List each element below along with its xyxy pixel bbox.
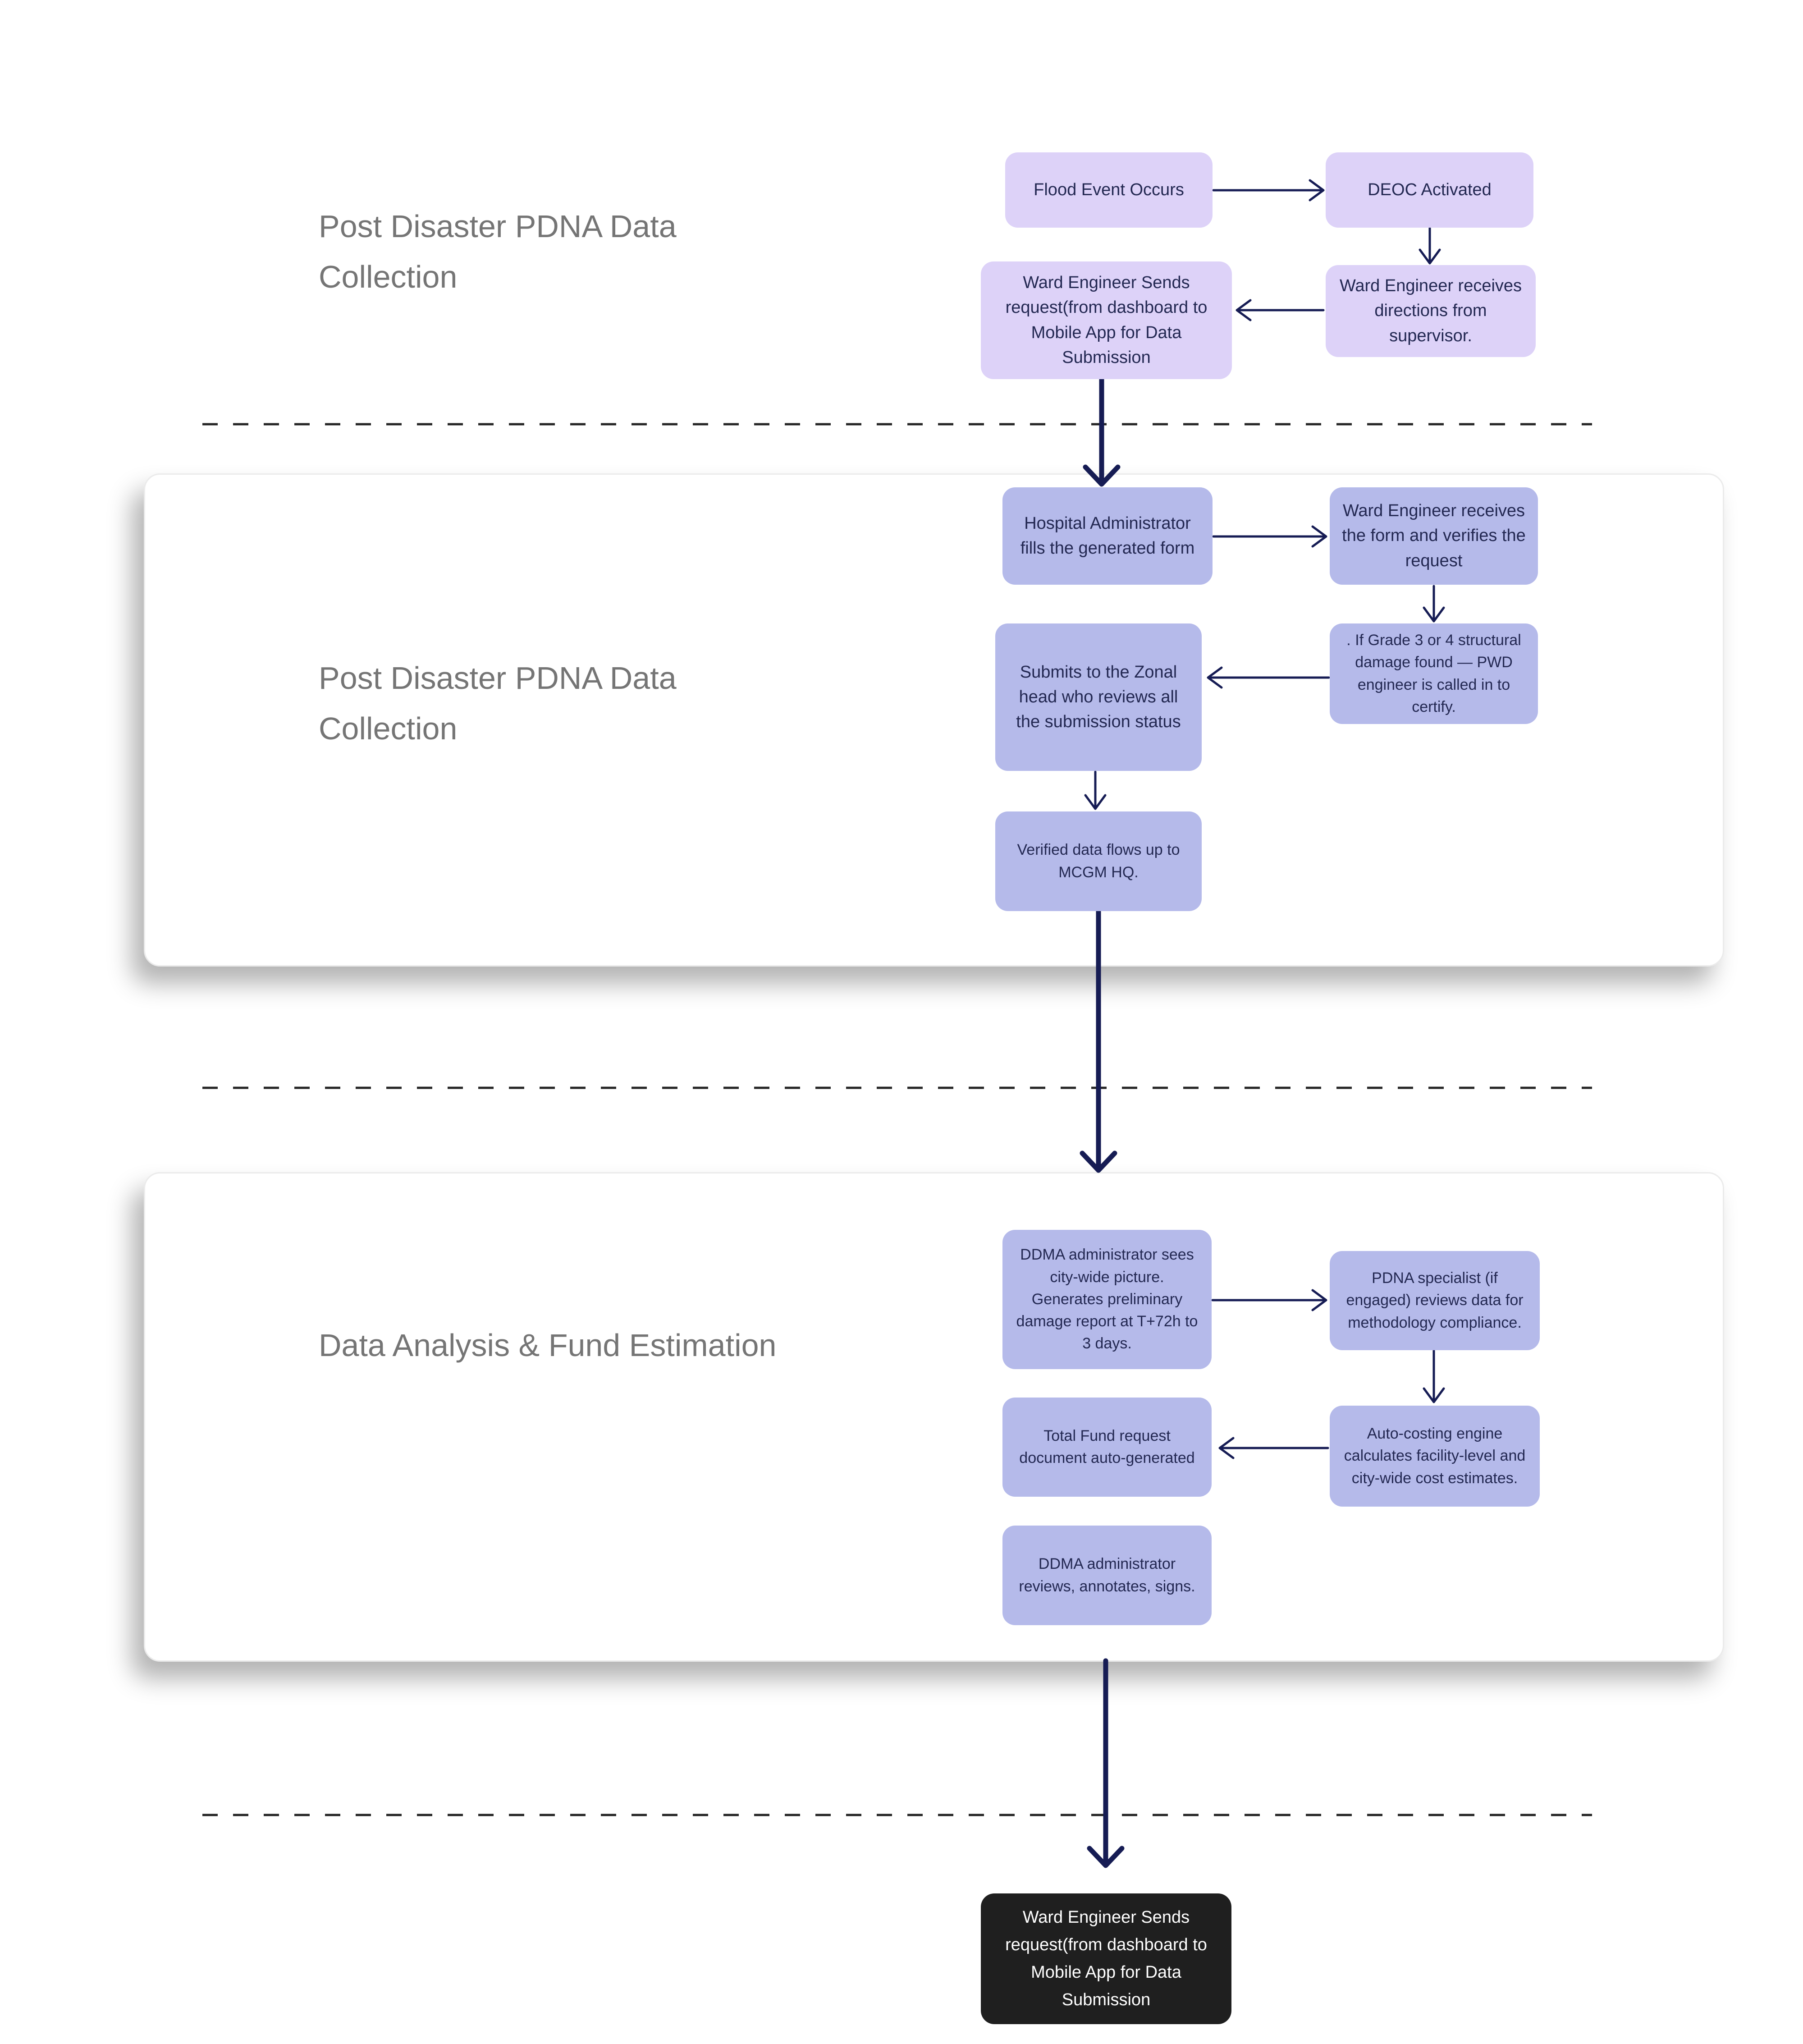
node-grade-3-4-structural: . If Grade 3 or 4 structural damage foun… [1330, 623, 1538, 724]
node-verified-data-mcgm: Verified data flows up to MCGM HQ. [995, 811, 1202, 911]
arrow-sends-to-hospital-admin [1083, 377, 1121, 487]
node-flood-event: Flood Event Occurs [1005, 152, 1213, 228]
node-deoc-activated: DEOC Activated [1326, 152, 1533, 228]
node-pdna-specialist-reviews: PDNA specialist (if engaged) reviews dat… [1330, 1251, 1540, 1350]
node-submits-to-zonal-head: Submits to the Zonal head who reviews al… [995, 623, 1202, 771]
node-hospital-admin-fills-form: Hospital Administrator fills the generat… [1002, 487, 1213, 585]
arrow-grade-to-zonal [1207, 666, 1330, 689]
arrow-verified-to-analysis-section [1080, 909, 1117, 1173]
node-ward-engineer-sends-request-final: Ward Engineer Sends request(from dashboa… [981, 1893, 1231, 2024]
arrow-analysis-to-final [1087, 1658, 1125, 1868]
arrow-verifies-to-grade [1423, 585, 1445, 623]
arrow-ddma-to-pdna-specialist [1211, 1289, 1327, 1311]
arrow-deoc-to-directions [1419, 227, 1441, 265]
node-ddma-city-wide: DDMA administrator sees city-wide pictur… [1002, 1230, 1212, 1369]
section-title-pdna-collection-1: Post Disaster PDNA Data Collection [319, 209, 677, 294]
arrow-zonal-to-verified [1084, 770, 1107, 810]
section-title-pdna-collection-2: Post Disaster PDNA Data Collection [319, 660, 677, 746]
node-ward-engineer-sends-request: Ward Engineer Sends request(from dashboa… [981, 261, 1232, 379]
node-ward-engineer-verifies: Ward Engineer receives the form and veri… [1330, 487, 1538, 585]
arrow-autocosting-to-fund [1218, 1437, 1329, 1459]
section-title-data-analysis: Data Analysis & Fund Estimation [319, 1328, 777, 1363]
node-ddma-reviews-signs: DDMA administrator reviews, annotates, s… [1002, 1526, 1212, 1625]
node-auto-costing-engine: Auto-costing engine calculates facility-… [1330, 1406, 1540, 1507]
node-ward-engineer-directions: Ward Engineer receives directions from s… [1326, 265, 1536, 357]
arrow-flood-to-deoc [1212, 179, 1325, 202]
node-total-fund-request: Total Fund request document auto-generat… [1002, 1398, 1212, 1497]
arrow-directions-to-sends [1236, 299, 1325, 321]
arrow-hospital-to-verifies [1212, 525, 1327, 548]
arrow-pdna-to-autocosting [1423, 1349, 1445, 1403]
